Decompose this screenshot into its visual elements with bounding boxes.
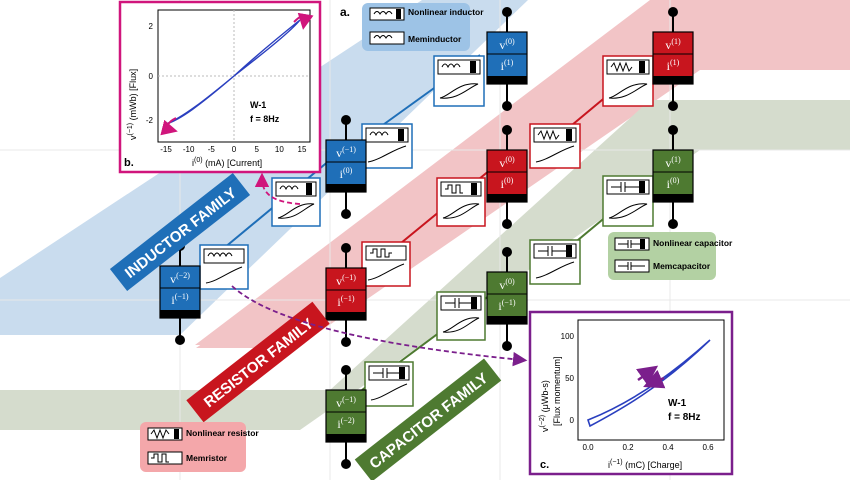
nonlinear-inductor-label: Nonlinear inductor <box>408 7 484 17</box>
node-green-bot: v(−1) i(−2) <box>325 365 367 469</box>
plot-c-xtick: 0.2 <box>622 443 634 452</box>
plot-c-ytick: 50 <box>565 374 574 383</box>
panel-a-label: a. <box>340 5 350 19</box>
node-voltage-label: v(0) <box>499 155 515 170</box>
plot-c-xlabel: i(−1) (mC) [Charge] <box>608 459 682 470</box>
plot-b-xtick: -5 <box>208 145 216 154</box>
memristor-label: Memristor <box>186 453 228 463</box>
connector-to-plot-b <box>254 172 301 205</box>
plot-c-ylabel: v(−2) (μWb-s) <box>539 380 550 432</box>
meminductor-element <box>271 177 321 227</box>
plot-b-sample: W-1 <box>250 100 266 110</box>
plot-c-panel: 0.0 0.2 0.4 0.6 100 50 0 W-1 f = 8Hz c. i(−1)… <box>528 310 734 476</box>
memristor-element <box>436 177 486 227</box>
nonlinear-capacitor-label: Nonlinear capacitor <box>653 238 733 248</box>
node-red-top: v(1) i(1) <box>652 7 694 111</box>
plot-c-sample: W-1 <box>668 398 687 409</box>
plot-b-xtick: 5 <box>254 145 259 154</box>
plot-c-xtick: 0.6 <box>702 443 714 452</box>
nonlinear-resistor-element <box>529 123 581 169</box>
node-current-label: i(0) <box>667 176 680 191</box>
inductor-element-low <box>199 244 249 290</box>
plot-b-xlabel: i(0) (mA) [Current] <box>192 157 262 168</box>
plot-c-xtick-labels: 0.0 0.2 0.4 0.6 <box>582 443 714 452</box>
plot-b-ytick: 0 <box>149 72 154 81</box>
nonlinear-capacitor-element <box>529 239 581 285</box>
plot-c-loop <box>587 339 711 428</box>
node-current-label: i(−2) <box>337 416 355 431</box>
node-red-bot: v(−1) i(−1) <box>325 243 367 347</box>
panel-c-label: c. <box>540 459 549 471</box>
node-blue-mid: v(−1) i(0) <box>325 115 367 219</box>
node-red-mid: v(0) i(0) <box>486 125 528 229</box>
node-blue-bot: v(−2) i(−1) <box>159 241 201 345</box>
plot-b-xtick: -15 <box>160 145 172 154</box>
plot-b-ytick: 2 <box>149 22 154 31</box>
node-current-label: i(0) <box>501 176 514 191</box>
node-voltage-label: v(−1) <box>336 145 356 160</box>
node-green-top: v(1) i(0) <box>652 125 694 229</box>
plot-b-xtick: -10 <box>183 145 195 154</box>
node-blue-top: v(0) i(1) <box>486 7 528 111</box>
memristor-element-low <box>361 241 411 287</box>
nonlinear-resistor-label: Nonlinear resistor <box>186 428 259 438</box>
node-current-label: i(1) <box>501 58 514 73</box>
plot-c-ytick: 100 <box>561 332 575 341</box>
inductor-legend: Nonlinear inductor Meminductor <box>362 3 484 51</box>
node-current-label: i(0) <box>340 166 353 181</box>
node-voltage-label: v(−1) <box>336 273 356 288</box>
memcapacitor-label: Memcapacitor <box>653 261 711 271</box>
panel-b-label: b. <box>124 157 134 169</box>
memristor-element-top <box>602 55 654 107</box>
capacitor-legend: Nonlinear capacitor Memcapacitor <box>608 232 733 280</box>
capacitor-element-low <box>364 361 414 407</box>
plot-c-ytick-labels: 100 50 0 <box>561 332 575 425</box>
meminductor-element-top <box>433 55 485 107</box>
memcapacitor-element <box>436 291 486 341</box>
plot-b-ylabel: v(−1) (mWb) [Flux] <box>127 69 138 140</box>
plot-c-xtick: 0.4 <box>662 443 674 452</box>
plot-c-frequency: f = 8Hz <box>668 412 701 423</box>
node-voltage-label: v(−1) <box>336 395 356 410</box>
node-voltage-label: v(1) <box>665 37 681 52</box>
node-current-label: i(−1) <box>498 298 516 313</box>
plot-b-xtick: 15 <box>298 145 307 154</box>
node-voltage-label: v(−2) <box>170 271 190 286</box>
node-blocks: v(0) i(1) v(−1) i(0) v(−2) i(−1) v(1) i(1) v(0) i… <box>159 7 694 469</box>
node-current-label: i(−1) <box>171 292 189 307</box>
connector-to-plot-c <box>231 285 528 367</box>
plot-b-xtick: 10 <box>275 145 284 154</box>
plot-b-ytick: -2 <box>146 116 154 125</box>
resistor-legend: Nonlinear resistor Memristor <box>140 422 259 472</box>
plot-b-xtick: 0 <box>232 145 237 154</box>
memcapacitor-element-top <box>602 175 654 227</box>
plot-b-xtick-labels: -15 -10 -5 0 5 10 15 <box>160 145 307 154</box>
plot-b-ytick-labels: 2 0 -2 <box>146 22 154 125</box>
node-voltage-label: v(0) <box>499 277 515 292</box>
node-green-mid: v(0) i(−1) <box>486 247 528 351</box>
node-current-label: i(−1) <box>337 294 355 309</box>
plot-c-ytick: 0 <box>570 416 575 425</box>
meminductor-label: Meminductor <box>408 34 462 44</box>
plot-b-frequency: f = 8Hz <box>250 114 280 124</box>
node-voltage-label: v(1) <box>665 155 681 170</box>
plot-c-ylabel-2: [Flux momentum] <box>552 356 562 426</box>
nonlinear-inductor-element <box>361 123 413 169</box>
node-voltage-label: v(0) <box>499 37 515 52</box>
plot-c-xtick: 0.0 <box>582 443 594 452</box>
node-current-label: i(1) <box>667 58 680 73</box>
